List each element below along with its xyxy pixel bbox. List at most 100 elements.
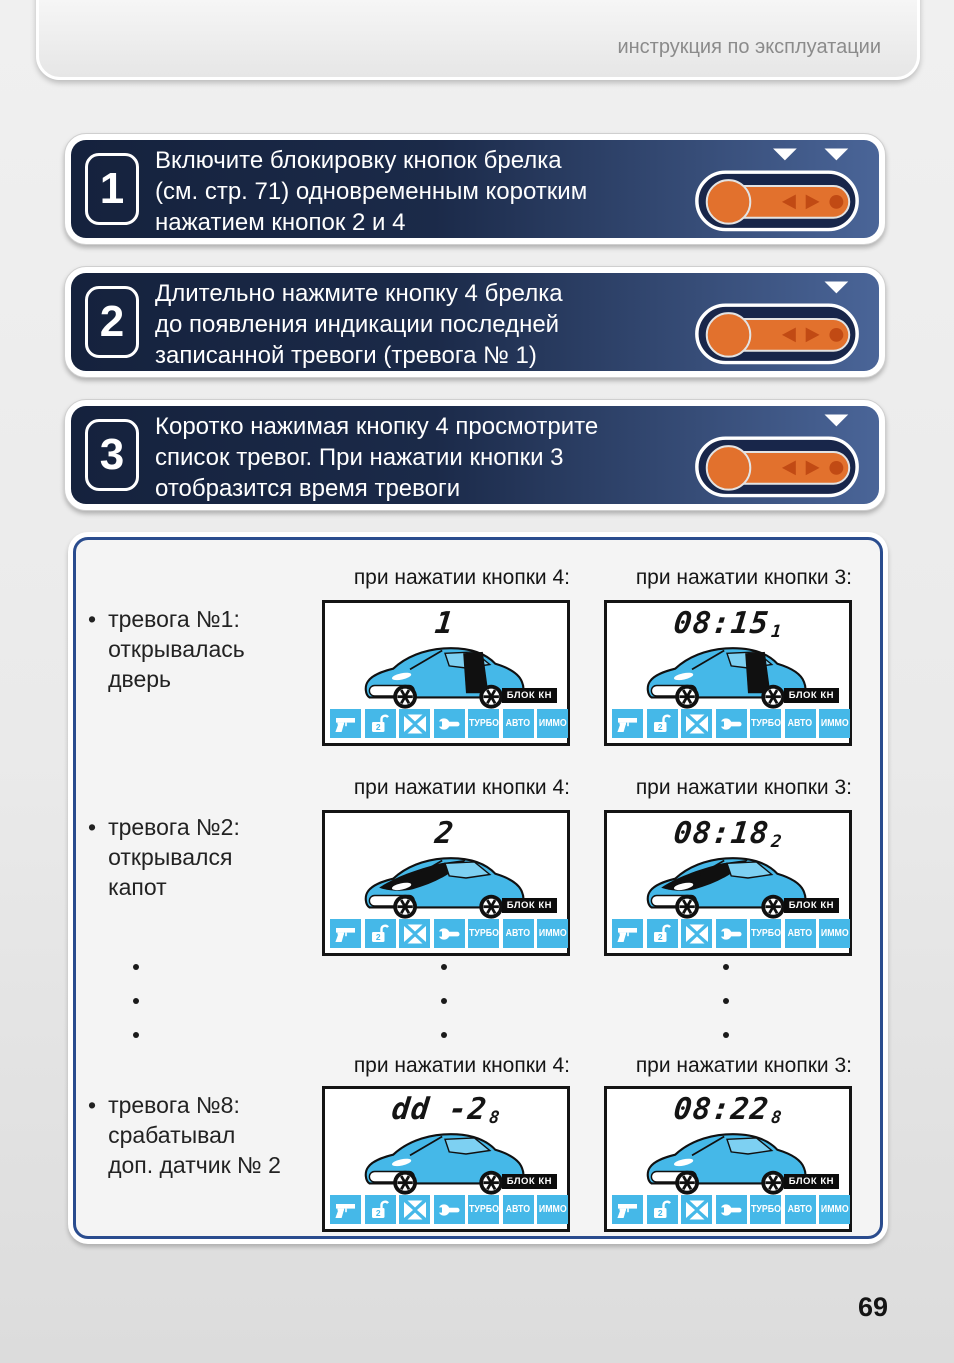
- car-illustration: [621, 1119, 833, 1203]
- wrench-icon: [433, 919, 465, 948]
- turbo-badge: ТУРБО: [468, 1195, 499, 1224]
- ellipsis-dots: [440, 964, 448, 1066]
- wrench-icon: [715, 1195, 747, 1224]
- keyfob-icon: [683, 273, 871, 373]
- step-1-text: Включите блокировку кнопок брелка (см. с…: [155, 147, 588, 236]
- column-header-button3: при нажатии кнопки 3:: [635, 566, 852, 589]
- gun-icon: [330, 1195, 361, 1224]
- auto-badge: АВТО: [784, 1195, 816, 1224]
- column-header-button3: при нажатии кнопки 3:: [635, 1054, 852, 1077]
- auto-badge: АВТО: [784, 709, 816, 738]
- immo-badge: ИММО: [819, 1195, 850, 1224]
- car-illustration: [339, 633, 551, 717]
- page-header: инструкция по эксплуатации: [36, 0, 920, 80]
- auto-badge: АВТО: [502, 919, 534, 948]
- lock2-icon: 2: [364, 1195, 396, 1224]
- lock2-icon: 2: [646, 709, 678, 738]
- bullet-marker: •: [88, 1092, 97, 1118]
- svg-text:2: 2: [376, 932, 381, 942]
- car-illustration: [339, 1119, 551, 1203]
- page-number: 69: [857, 1292, 888, 1322]
- alarm-1-label: • тревога №1: открывалась дверь: [88, 606, 245, 692]
- step-1-card: 1 Включите блокировку кнопок брелка (см.…: [64, 133, 886, 245]
- gun-icon: [612, 1195, 643, 1224]
- svg-text:2: 2: [376, 1208, 381, 1218]
- column-header-button4: при нажатии кнопки 4:: [353, 776, 570, 799]
- turbo-badge: ТУРБО: [750, 709, 781, 738]
- keyfob-icon: [683, 140, 871, 240]
- alarm-8-label: • тревога №8: срабатывал доп. датчик № 2: [88, 1092, 281, 1178]
- page-header-title: инструкция по эксплуатации: [617, 36, 881, 58]
- gun-icon: [330, 709, 361, 738]
- step-3-text: Коротко нажимая кнопку 4 просмотрите спи…: [155, 413, 599, 502]
- immo-badge: ИММО: [819, 709, 850, 738]
- immo-badge: ИММО: [537, 709, 568, 738]
- step-3-inner: 3 Коротко нажимая кнопку 4 просмотрите с…: [71, 406, 879, 504]
- ellipsis-dots: [132, 964, 140, 1066]
- blok-kn-badge: БЛОК КН: [501, 1174, 557, 1189]
- valve-icon: [681, 919, 712, 948]
- wrench-icon: [433, 709, 465, 738]
- lock2-icon: 2: [364, 709, 396, 738]
- wrench-icon: [433, 1195, 465, 1224]
- turbo-badge: ТУРБО: [468, 709, 499, 738]
- step-3-card: 3 Коротко нажимая кнопку 4 просмотрите с…: [64, 399, 886, 511]
- step-1-number: 1: [85, 153, 139, 225]
- bullet-marker: •: [88, 606, 97, 632]
- immo-badge: ИММО: [537, 919, 568, 948]
- blok-kn-badge: БЛОК КН: [501, 898, 557, 913]
- lock2-icon: 2: [646, 1195, 678, 1224]
- ellipsis-dots: [722, 964, 730, 1066]
- blok-kn-badge: БЛОК КН: [783, 898, 839, 913]
- svg-text:2: 2: [658, 722, 663, 732]
- step-1-inner: 1 Включите блокировку кнопок брелка (см.…: [71, 140, 879, 238]
- valve-icon: [681, 1195, 712, 1224]
- car-illustration: [621, 843, 833, 927]
- column-header-button3: при нажатии кнопки 3:: [635, 776, 852, 799]
- svg-text:2: 2: [658, 1208, 663, 1218]
- gun-icon: [612, 709, 643, 738]
- bullet-marker: •: [88, 814, 97, 840]
- auto-badge: АВТО: [502, 1195, 534, 1224]
- auto-badge: АВТО: [502, 709, 534, 738]
- valve-icon: [399, 1195, 430, 1224]
- blok-kn-badge: БЛОК КН: [501, 688, 557, 703]
- step-2-inner: 2 Длительно нажмите кнопку 4 брелка до п…: [71, 273, 879, 371]
- valve-icon: [399, 709, 430, 738]
- keyfob-icon: [683, 406, 871, 506]
- valve-icon: [681, 709, 712, 738]
- svg-text:2: 2: [658, 932, 663, 942]
- gun-icon: [330, 919, 361, 948]
- step-2-number: 2: [85, 286, 139, 358]
- alarm-list-panel: при нажатии кнопки 4: при нажатии кнопки…: [73, 537, 883, 1239]
- alarm-list-panel-card: при нажатии кнопки 4: при нажатии кнопки…: [68, 532, 888, 1244]
- turbo-badge: ТУРБО: [750, 919, 781, 948]
- step-2-card: 2 Длительно нажмите кнопку 4 брелка до п…: [64, 266, 886, 378]
- step-3-number: 3: [85, 419, 139, 491]
- immo-badge: ИММО: [537, 1195, 568, 1224]
- wrench-icon: [715, 709, 747, 738]
- column-header-button4: при нажатии кнопки 4:: [353, 566, 570, 589]
- auto-badge: АВТО: [784, 919, 816, 948]
- valve-icon: [399, 919, 430, 948]
- immo-badge: ИММО: [819, 919, 850, 948]
- turbo-badge: ТУРБО: [468, 919, 499, 948]
- alarm-2-label: • тревога №2: открывался капот: [88, 814, 240, 900]
- svg-text:2: 2: [376, 722, 381, 732]
- lock2-icon: 2: [646, 919, 678, 948]
- lock2-icon: 2: [364, 919, 396, 948]
- blok-kn-badge: БЛОК КН: [783, 688, 839, 703]
- gun-icon: [612, 919, 643, 948]
- turbo-badge: ТУРБО: [750, 1195, 781, 1224]
